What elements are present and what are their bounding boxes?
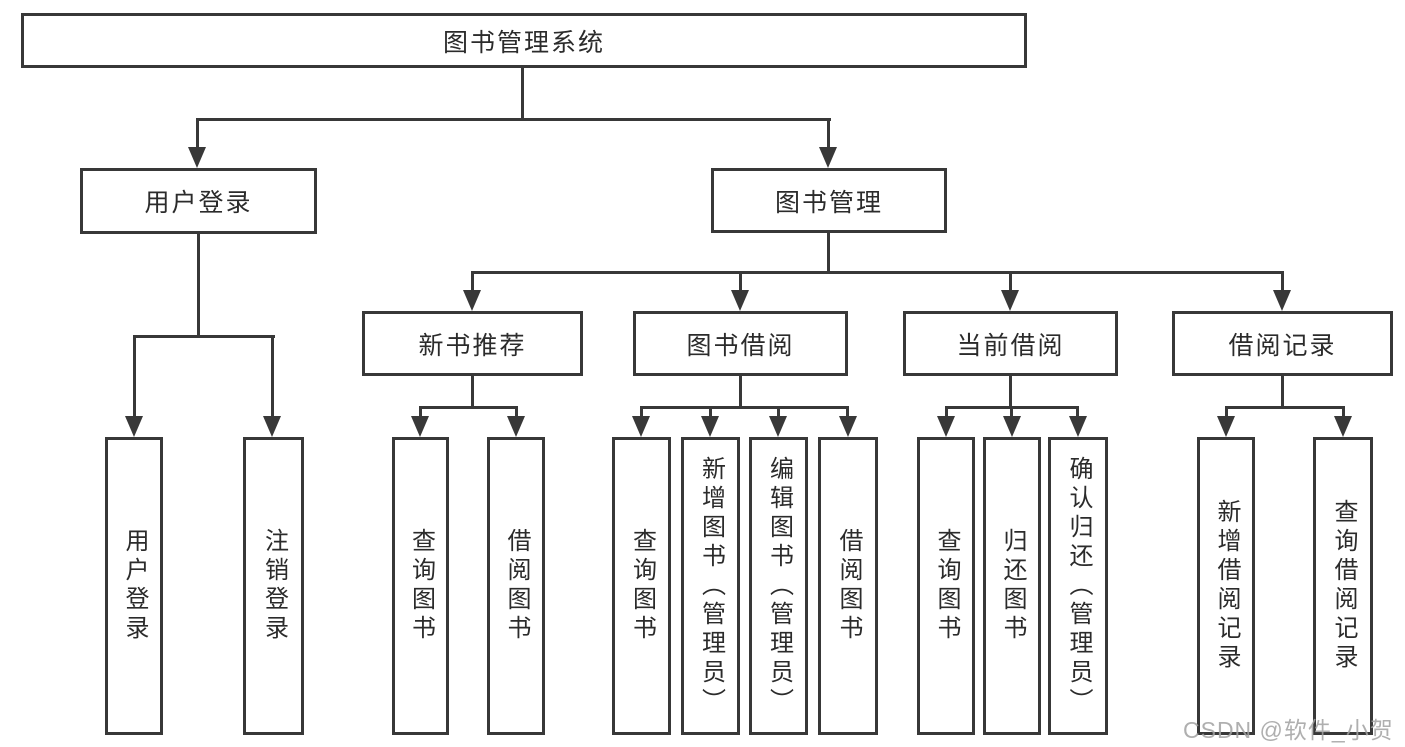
connector-line — [1076, 406, 1079, 418]
leaf-user-login: 用户登录 — [105, 437, 163, 735]
node-book-management: 图书管理 — [711, 168, 947, 233]
arrow-head — [263, 416, 281, 437]
connector-line — [471, 376, 474, 409]
leaf-query-books: 查询图书 — [917, 437, 975, 735]
leaf-logout: 注销登录 — [243, 437, 304, 735]
node-library-system: 图书管理系统 — [21, 13, 1027, 68]
leaf-edit-books-admin: 编辑图书（管理员） — [749, 437, 808, 735]
leaf-query-books: 查询图书 — [392, 437, 449, 735]
connector-line — [827, 118, 830, 150]
connector-line — [1281, 376, 1284, 409]
connector-line — [471, 271, 1284, 274]
arrow-head — [701, 416, 719, 437]
connector-line — [196, 118, 199, 150]
connector-line — [1281, 271, 1284, 292]
arrow-head — [1001, 290, 1019, 311]
connector-line — [1009, 271, 1012, 292]
arrow-head — [1334, 416, 1352, 437]
connector-line — [133, 335, 136, 418]
arrow-head — [731, 290, 749, 311]
arrow-head — [1217, 416, 1235, 437]
arrow-head — [1003, 416, 1021, 437]
connector-line — [945, 406, 948, 418]
node-label: 图书管理 — [774, 188, 883, 217]
arrow-head — [411, 416, 429, 437]
connector-line — [133, 335, 275, 338]
leaf-confirm-return-admin: 确认归还（管理员） — [1048, 437, 1108, 735]
connector-line — [1342, 406, 1345, 418]
connector-line — [271, 335, 274, 418]
connector-line — [515, 406, 518, 418]
arrow-head — [188, 147, 206, 168]
arrow-head — [632, 416, 650, 437]
connector-line — [1225, 406, 1228, 418]
node-label: 图书管理系统 — [442, 28, 605, 57]
node-current-borrow: 当前借阅 — [903, 311, 1118, 376]
node-borrow-records: 借阅记录 — [1172, 311, 1393, 376]
node-label: 用户登录 — [144, 189, 253, 217]
leaf-query-books: 查询图书 — [612, 437, 671, 735]
node-label: 借阅记录 — [1228, 331, 1337, 360]
connector-line — [1009, 376, 1012, 409]
connector-line — [846, 406, 849, 418]
connector-line — [197, 234, 200, 338]
arrow-head — [1069, 416, 1087, 437]
connector-line — [419, 406, 518, 409]
connector-line — [640, 406, 849, 409]
leaf-return-books: 归还图书 — [983, 437, 1041, 735]
leaf-add-books-admin: 新增图书（管理员） — [681, 437, 740, 735]
connector-line — [521, 66, 524, 121]
arrow-head — [507, 416, 525, 437]
node-label: 图书借阅 — [686, 331, 795, 360]
node-label: 新书推荐 — [418, 331, 527, 360]
arrow-head — [937, 416, 955, 437]
csdn-watermark: CSDN @软件_小贺同学 — [1183, 717, 1394, 743]
connector-line — [1225, 406, 1344, 409]
arrow-head — [463, 290, 481, 311]
connector-line — [471, 271, 474, 292]
connector-line — [1010, 406, 1013, 418]
leaf-borrow-books: 借阅图书 — [487, 437, 545, 735]
leaf-borrow-books: 借阅图书 — [818, 437, 878, 735]
node-new-book-recommend: 新书推荐 — [362, 311, 583, 376]
connector-line — [777, 406, 780, 418]
leaf-query-borrow-record: 查询借阅记录 — [1313, 437, 1373, 735]
connector-line — [709, 406, 712, 418]
arrow-head — [125, 416, 143, 437]
connector-line — [827, 233, 830, 274]
connector-line — [640, 406, 643, 418]
node-user-login: 用户登录 — [80, 168, 317, 234]
node-label: 当前借阅 — [956, 331, 1065, 360]
connector-line — [197, 118, 831, 121]
connector-line — [739, 376, 742, 409]
node-book-borrow: 图书借阅 — [633, 311, 848, 376]
arrow-head — [769, 416, 787, 437]
connector-line — [739, 271, 742, 292]
leaf-add-borrow-record: 新增借阅记录 — [1197, 437, 1255, 735]
arrow-head — [839, 416, 857, 437]
arrow-head — [819, 147, 837, 168]
connector-line — [419, 406, 422, 418]
arrow-head — [1273, 290, 1291, 311]
